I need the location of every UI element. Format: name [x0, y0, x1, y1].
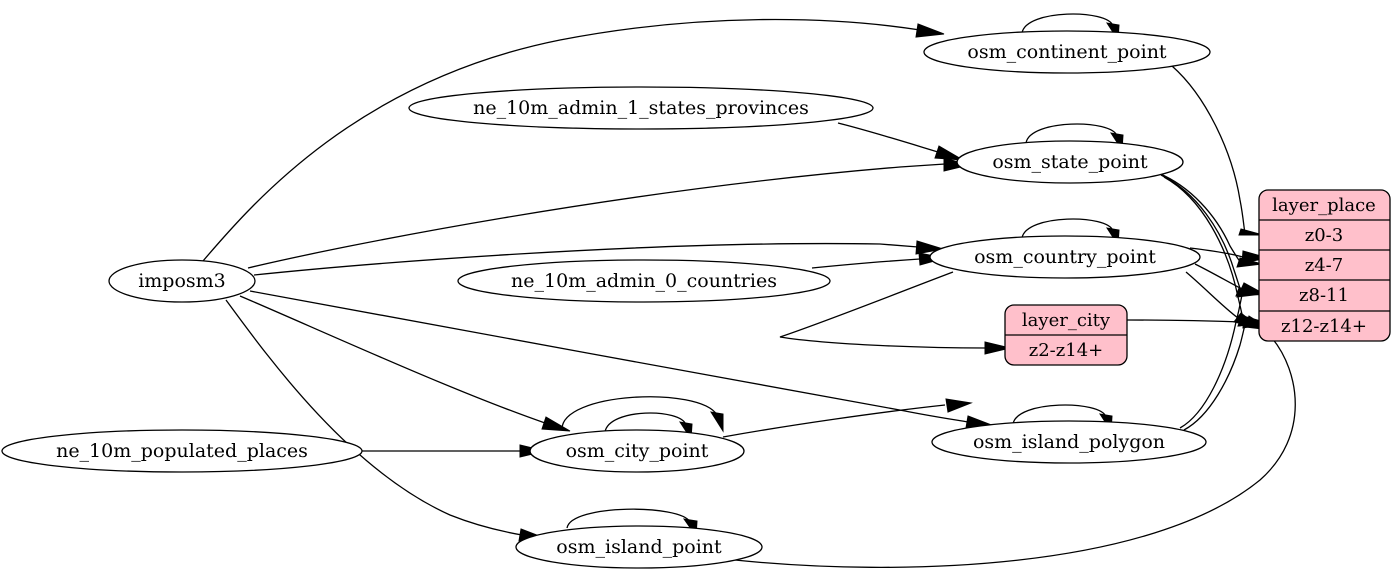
node-label-country: osm_country_point	[974, 246, 1156, 268]
record-row-layer_place-title: layer_place	[1272, 195, 1376, 216]
nodes-layer: imposm3 ne_10m_admin_1_states_provinces …	[1, 30, 1211, 569]
node-label-state: osm_state_point	[992, 151, 1148, 173]
record-layer_city[interactable]: layer_city z2-z14+	[1004, 304, 1128, 366]
record-layer_place[interactable]: layer_place z0-3 z4-7 z8-11 z12-z14+	[1258, 189, 1391, 342]
node-label-island-point: osm_island_point	[556, 536, 722, 558]
node-ne_10m_populated_places[interactable]: ne_10m_populated_places	[1, 429, 363, 473]
edge-ne_populated-to-osm_city_point	[362, 444, 546, 458]
node-label-ne-states: ne_10m_admin_1_states_provinces	[473, 97, 809, 119]
edge-imposm3-to-osm_country_point	[253, 240, 944, 276]
record-row-layer_place-z0-3[interactable]: z0-3	[1305, 225, 1343, 246]
edge-ne_states-to-osm_state_point	[837, 122, 964, 161]
record-row-layer_place-z8-11[interactable]: z8-11	[1299, 285, 1349, 306]
node-label-ne-countries: ne_10m_admin_0_countries	[511, 270, 777, 292]
node-imposm3[interactable]: imposm3	[108, 259, 256, 303]
record-row-layer_city-z2-z14[interactable]: z2-z14+	[1029, 340, 1104, 361]
edge-imposm3-to-osm_state_point	[247, 157, 971, 269]
edge-imposm3-to-osm_city_point	[239, 295, 571, 432]
edge-imposm3-to-osm_island_polygon	[249, 290, 995, 429]
node-label-city: osm_city_point	[566, 440, 709, 462]
edge-osm_country_point-to-layer_city	[779, 271, 1011, 355]
node-label-ne-populated: ne_10m_populated_places	[56, 440, 308, 462]
edge-osm_island_polygon-to-layer_place-z8-11	[1179, 287, 1262, 429]
node-label-imposm3: imposm3	[138, 270, 226, 292]
edge-osm_city_point-to-osm_island_polygon	[722, 398, 973, 438]
node-label-continent: osm_continent_point	[967, 41, 1167, 63]
edge-ne_countries-to-osm_country_point	[811, 252, 946, 269]
node-osm_city_point[interactable]: osm_city_point	[529, 429, 745, 473]
node-ne_10m_admin_0_countries[interactable]: ne_10m_admin_0_countries	[457, 259, 831, 303]
edge-osm_continent_point-to-layer_place-z0-3	[1171, 65, 1264, 236]
node-osm_island_point[interactable]: osm_island_point	[515, 525, 763, 569]
edge-osm_country_point-to-layer_place-z4-7	[1189, 247, 1269, 264]
record-row-layer_place-z12-z14[interactable]: z12-z14+	[1281, 316, 1367, 337]
node-label-island-polygon: osm_island_polygon	[973, 431, 1165, 453]
node-osm_island_polygon[interactable]: osm_island_polygon	[931, 420, 1207, 464]
record-row-layer_place-z4-7[interactable]: z4-7	[1305, 255, 1343, 276]
edge-osm_island_polygon-to-layer_place-z12	[1183, 317, 1264, 431]
edge-osm_state_point-to-layer_place-z8-11	[1160, 174, 1263, 298]
node-ne_10m_admin_1_states_provinces[interactable]: ne_10m_admin_1_states_provinces	[408, 86, 874, 130]
node-osm_country_point[interactable]: osm_country_point	[929, 235, 1201, 279]
record-row-layer_city-title: layer_city	[1022, 310, 1111, 331]
edge-osm_city_point-self-loop-outer	[561, 396, 724, 433]
edges-layer	[202, 13, 1296, 568]
node-osm_state_point[interactable]: osm_state_point	[956, 140, 1184, 184]
edge-imposm3-to-osm_continent_point	[202, 18, 945, 262]
node-osm_continent_point[interactable]: osm_continent_point	[923, 30, 1211, 74]
